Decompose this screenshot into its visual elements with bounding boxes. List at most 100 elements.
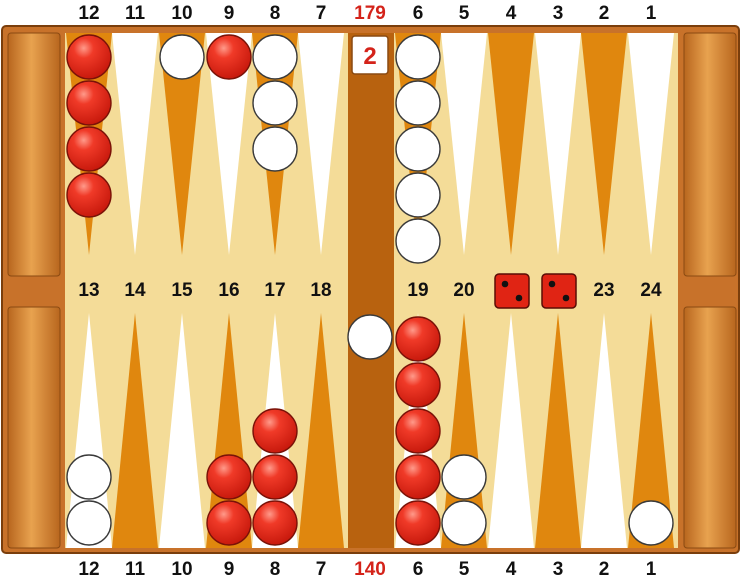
white-checker[interactable]	[252, 80, 298, 126]
left-rail-top	[7, 32, 61, 277]
point-number-inner: 16	[218, 280, 240, 301]
point-number-bottom: 10	[171, 559, 193, 580]
point-number-bottom: 5	[458, 559, 470, 580]
right-rail-bottom	[683, 306, 737, 549]
left-playing-area	[65, 33, 348, 548]
pip-count-bottom: 140	[354, 559, 386, 580]
white-checker[interactable]	[347, 314, 393, 360]
point-number-inner: 13	[78, 280, 100, 301]
point-number-inner: 18	[310, 280, 332, 301]
white-checker[interactable]	[395, 126, 441, 172]
point-number-top: 11	[124, 3, 146, 24]
die-face[interactable]	[494, 273, 530, 309]
point-number-top: 4	[505, 3, 517, 24]
point-triangle[interactable]	[298, 313, 344, 548]
point-number-inner: 23	[593, 280, 615, 301]
red-checker[interactable]	[395, 408, 441, 454]
point-triangle[interactable]	[488, 33, 534, 255]
die[interactable]	[541, 273, 577, 309]
white-checker[interactable]	[395, 218, 441, 264]
point-number-top: 9	[223, 3, 235, 24]
point-triangle[interactable]	[488, 313, 534, 548]
white-checker[interactable]	[66, 500, 112, 546]
die-face[interactable]	[541, 273, 577, 309]
red-checker[interactable]	[66, 34, 112, 80]
point-number-bottom: 4	[505, 559, 517, 580]
point-number-top: 10	[171, 3, 193, 24]
die-pip	[515, 294, 523, 302]
point-number-inner: 19	[407, 280, 429, 301]
white-checker[interactable]	[441, 500, 487, 546]
red-checker[interactable]	[206, 500, 252, 546]
red-checker[interactable]	[395, 500, 441, 546]
right-rail-top	[683, 32, 737, 277]
point-triangle[interactable]	[535, 33, 581, 255]
red-checker[interactable]	[66, 126, 112, 172]
point-number-bottom: 3	[552, 559, 564, 580]
die-pip	[548, 280, 556, 288]
point-number-bottom: 9	[223, 559, 235, 580]
right-playing-area	[394, 33, 678, 548]
white-checker[interactable]	[159, 34, 205, 80]
left-rail-bottom	[7, 306, 61, 549]
red-checker[interactable]	[206, 34, 252, 80]
point-number-top: 1	[645, 3, 657, 24]
red-checker[interactable]	[395, 362, 441, 408]
point-number-inner: 17	[264, 280, 286, 301]
point-number-top: 7	[315, 3, 327, 24]
point-triangle[interactable]	[535, 313, 581, 548]
cube-value: 2	[363, 43, 376, 70]
die-pip	[562, 294, 570, 302]
red-checker[interactable]	[395, 316, 441, 362]
point-number-top: 6	[412, 3, 424, 24]
point-triangle[interactable]	[441, 33, 487, 255]
white-checker[interactable]	[395, 34, 441, 80]
point-triangle[interactable]	[159, 33, 205, 255]
white-checker[interactable]	[395, 80, 441, 126]
white-checker[interactable]	[441, 454, 487, 500]
point-triangle[interactable]	[159, 313, 205, 548]
point-triangle[interactable]	[206, 33, 252, 255]
white-checker[interactable]	[252, 126, 298, 172]
point-number-top: 8	[269, 3, 281, 24]
point-number-top: 5	[458, 3, 470, 24]
point-number-bottom: 8	[269, 559, 281, 580]
point-triangle[interactable]	[298, 33, 344, 255]
red-checker[interactable]	[252, 408, 298, 454]
red-checker[interactable]	[252, 500, 298, 546]
point-number-top: 12	[78, 3, 100, 24]
point-triangle[interactable]	[112, 33, 158, 255]
cube-face[interactable]	[351, 35, 389, 75]
point-number-inner: 15	[171, 280, 193, 301]
point-number-inner: 24	[640, 280, 662, 301]
point-triangle[interactable]	[112, 313, 158, 548]
point-number-bottom: 11	[124, 559, 146, 580]
point-number-bottom: 6	[412, 559, 424, 580]
white-checker[interactable]	[252, 34, 298, 80]
point-triangle[interactable]	[628, 33, 674, 255]
point-number-top: 3	[552, 3, 564, 24]
red-checker[interactable]	[206, 454, 252, 500]
point-number-bottom: 12	[78, 559, 100, 580]
red-checker[interactable]	[66, 80, 112, 126]
doubling-cube[interactable]: 2	[351, 35, 389, 75]
red-checker[interactable]	[252, 454, 298, 500]
die[interactable]	[494, 273, 530, 309]
point-triangle[interactable]	[581, 33, 627, 255]
point-triangle[interactable]	[628, 313, 674, 548]
point-number-bottom: 1	[645, 559, 657, 580]
pip-count-top: 179	[354, 3, 386, 24]
point-number-inner: 20	[453, 280, 475, 301]
point-triangle[interactable]	[581, 313, 627, 548]
point-number-top: 2	[598, 3, 610, 24]
point-number-inner: 14	[124, 280, 146, 301]
red-checker[interactable]	[395, 454, 441, 500]
white-checker[interactable]	[395, 172, 441, 218]
white-checker[interactable]	[628, 500, 674, 546]
point-number-bottom: 7	[315, 559, 327, 580]
red-checker[interactable]	[66, 172, 112, 218]
white-checker[interactable]	[66, 454, 112, 500]
center-bar	[348, 33, 394, 548]
die-pip	[501, 280, 509, 288]
